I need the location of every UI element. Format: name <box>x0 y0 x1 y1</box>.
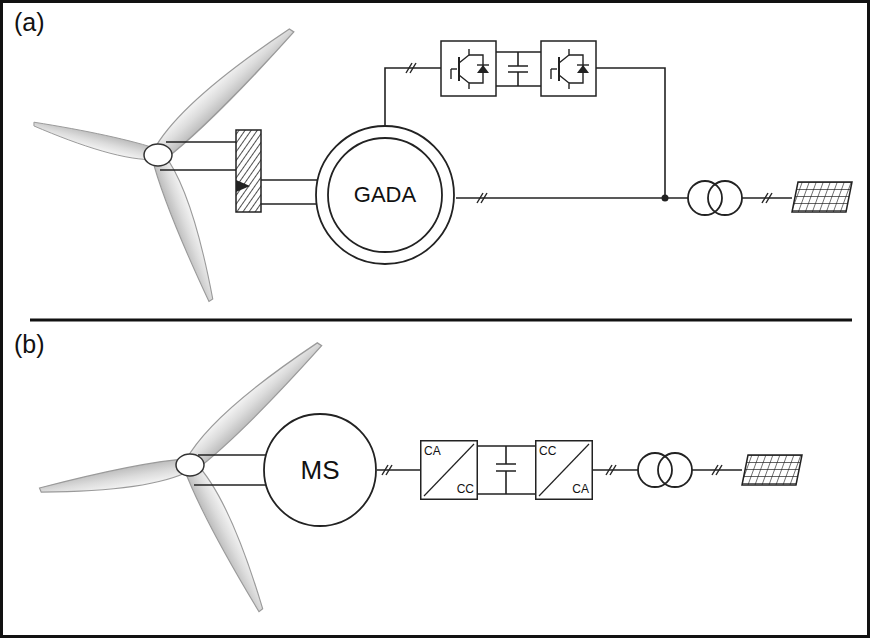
grid-symbol <box>742 455 802 485</box>
node-text: CC <box>457 482 474 496</box>
converter-igbt <box>441 41 496 96</box>
panel-label: (a) <box>14 8 45 37</box>
hub <box>176 454 204 476</box>
converter-box: CC CA <box>535 440 593 500</box>
capacitor <box>496 446 516 494</box>
connector <box>377 470 420 471</box>
converter-igbt <box>541 41 596 96</box>
node-text: CA <box>572 482 589 496</box>
node-text: GADA <box>354 182 416 208</box>
generator-synchronous: MS <box>263 413 377 527</box>
converter-box: CA CC <box>420 440 478 500</box>
grid-symbol <box>792 182 852 212</box>
turbine-rotor <box>31 20 299 304</box>
hub <box>144 144 172 166</box>
shaft <box>194 455 268 485</box>
panel-label: (b) <box>14 330 45 359</box>
node-text: MS <box>301 455 340 486</box>
generator-dfig: GADA <box>315 125 455 265</box>
gearbox <box>236 130 261 212</box>
divider <box>30 319 852 322</box>
transformer <box>638 453 692 487</box>
gear-mark <box>236 180 250 192</box>
node-text: CC <box>539 444 556 458</box>
connector <box>478 446 535 494</box>
junction-dot <box>662 195 669 202</box>
transformer <box>688 181 742 215</box>
node-text: CA <box>424 444 441 458</box>
